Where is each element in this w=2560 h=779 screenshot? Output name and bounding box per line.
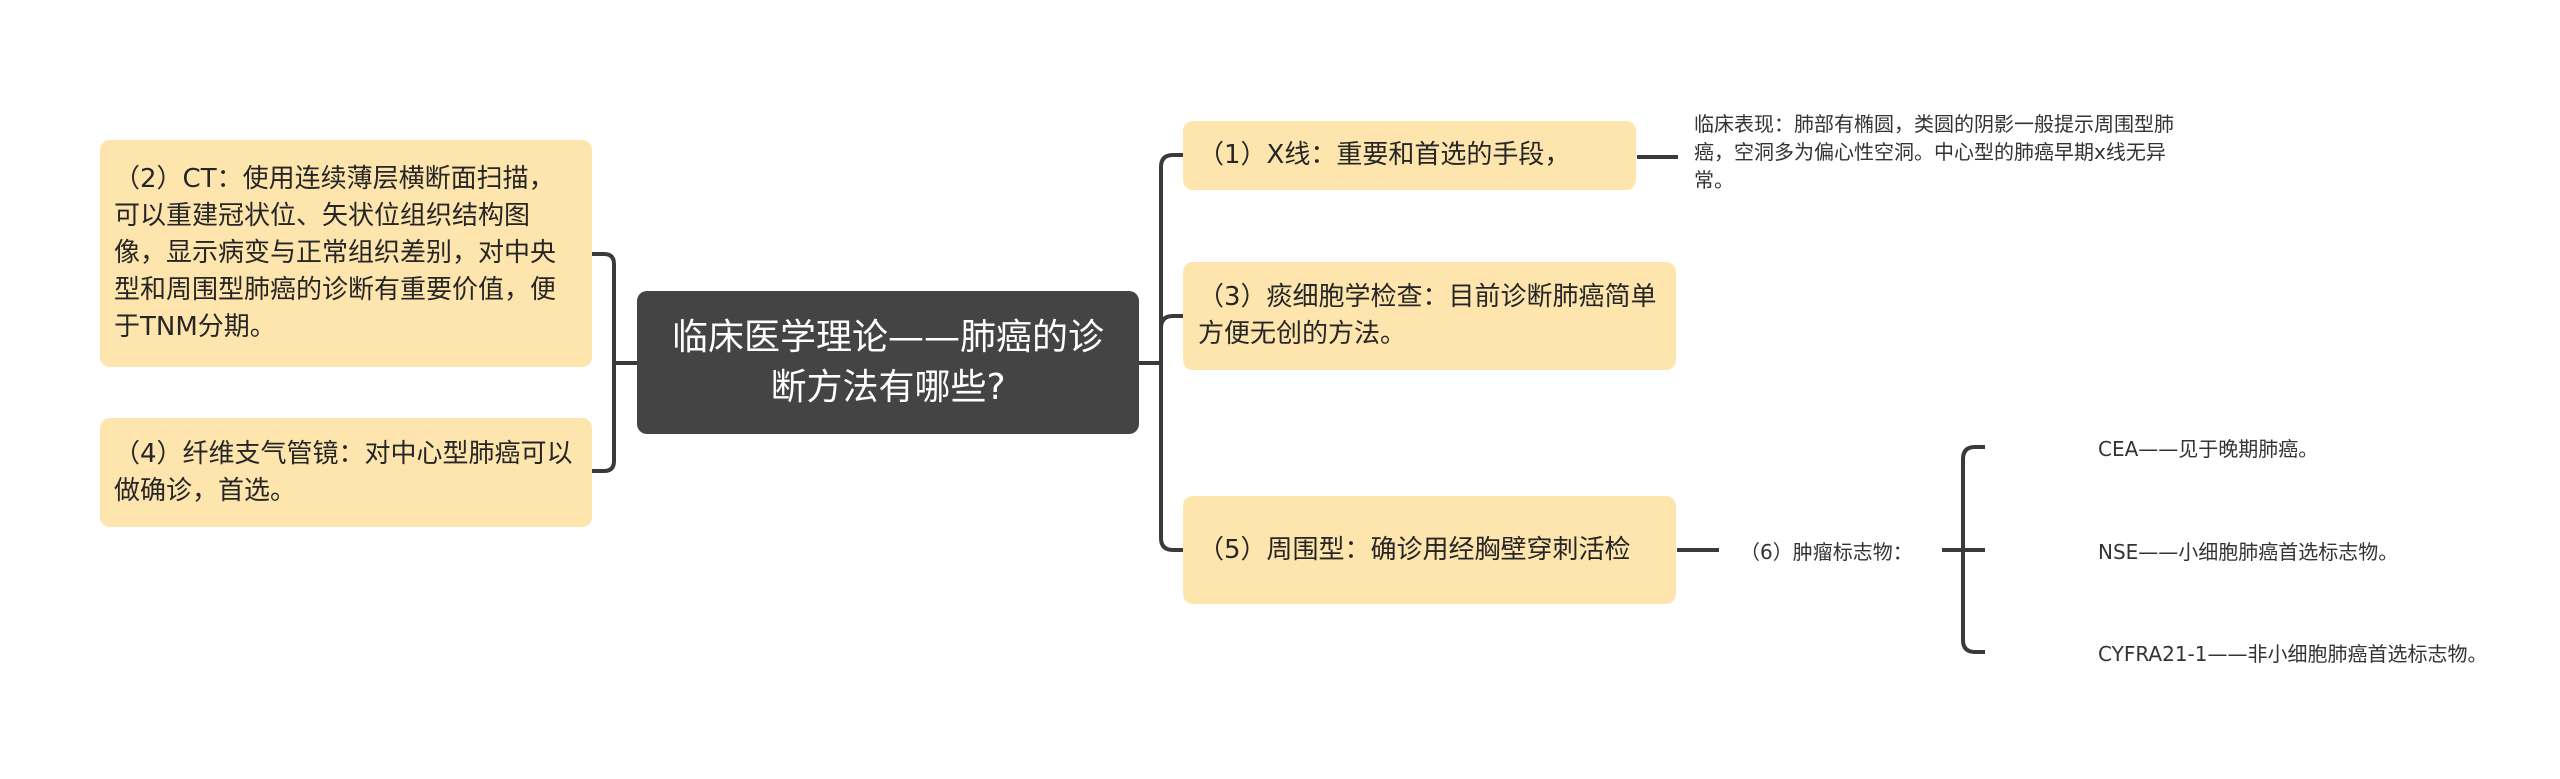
topic-xray[interactable]: （1）X线：重要和首选的手段， bbox=[1183, 121, 1636, 190]
subtopic-tumor-markers-text: （6）肿瘤标志物： bbox=[1740, 540, 1913, 564]
marker-item-text: NSE——小细胞肺癌首选标志物。 bbox=[2098, 540, 2399, 564]
topic-xray-text: （1）X线：重要和首选的手段， bbox=[1198, 140, 1571, 170]
connector-right-trunk bbox=[1139, 153, 1183, 552]
central-topic-title: 临床医学理论——肺癌的诊断方法有哪些? bbox=[671, 316, 1104, 408]
marker-item-text: CEA——见于晚期肺癌。 bbox=[2098, 437, 2319, 461]
subtopic-tumor-markers[interactable]: （6）肿瘤标志物： bbox=[1740, 536, 1913, 565]
topic-bronchoscope[interactable]: （4）纤维支气管镜：对中心型肺癌可以做确诊，首选。 bbox=[100, 418, 592, 527]
marker-item-cyfra[interactable]: CYFRA21-1——非小细胞肺癌首选标志物。 bbox=[2098, 638, 2488, 667]
topic-peripheral[interactable]: （5）周围型：确诊用经胸壁穿刺活检 bbox=[1183, 496, 1676, 604]
note-xray-clinical-text: 临床表现：肺部有椭圆，类圆的阴影一般提示周围型肺癌，空洞多为偏心性空洞。中心型的… bbox=[1694, 112, 2174, 192]
topic-sputum-text: （3）痰细胞学检查：目前诊断肺癌简单方便无创的方法。 bbox=[1198, 282, 1657, 349]
topic-bronchoscope-text: （4）纤维支气管镜：对中心型肺癌可以做确诊，首选。 bbox=[114, 438, 573, 506]
connector-left-trunk bbox=[592, 252, 637, 473]
central-topic[interactable]: 临床医学理论——肺癌的诊断方法有哪些? bbox=[637, 291, 1139, 434]
topic-peripheral-text: （5）周围型：确诊用经胸壁穿刺活检 bbox=[1198, 534, 1631, 565]
topic-ct-text: （2）CT：使用连续薄层横断面扫描，可以重建冠状位、矢状位组织结构图像，显示病变… bbox=[114, 164, 557, 342]
note-xray-clinical: 临床表现：肺部有椭圆，类圆的阴影一般提示周围型肺癌，空洞多为偏心性空洞。中心型的… bbox=[1694, 110, 2184, 194]
marker-item-text: CYFRA21-1——非小细胞肺癌首选标志物。 bbox=[2098, 642, 2488, 666]
marker-item-nse[interactable]: NSE——小细胞肺癌首选标志物。 bbox=[2098, 536, 2398, 565]
marker-item-cea[interactable]: CEA——见于晚期肺癌。 bbox=[2098, 433, 2318, 462]
topic-sputum[interactable]: （3）痰细胞学检查：目前诊断肺癌简单方便无创的方法。 bbox=[1183, 262, 1676, 370]
topic-ct[interactable]: （2）CT：使用连续薄层横断面扫描，可以重建冠状位、矢状位组织结构图像，显示病变… bbox=[100, 140, 592, 367]
connector-markers-bracket bbox=[1942, 445, 1985, 654]
